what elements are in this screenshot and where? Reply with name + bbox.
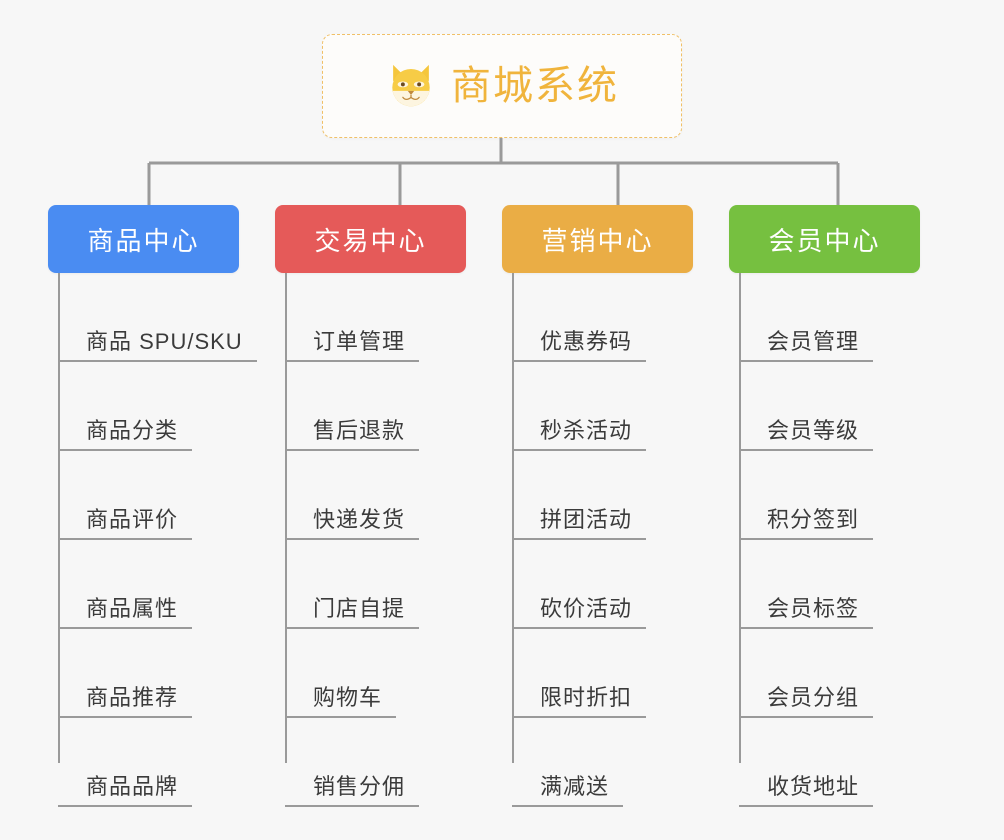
list-item[interactable]: 会员管理 — [729, 273, 920, 362]
category-box-product-center[interactable]: 商品中心 — [48, 205, 239, 273]
leaf-label: 购物车 — [285, 685, 397, 718]
list-item[interactable]: 快递发货 — [275, 451, 466, 540]
leaf-label: 积分签到 — [739, 507, 874, 540]
shiba-dog-face-icon — [392, 64, 430, 107]
category-box-marketing-center[interactable]: 营销中心 — [502, 205, 693, 273]
list-item[interactable]: 门店自提 — [275, 540, 466, 629]
root-node-wrapper: 商城系统 — [0, 34, 1004, 138]
list-item[interactable]: 会员等级 — [729, 362, 920, 451]
list-item[interactable]: 订单管理 — [275, 273, 466, 362]
leaf-label: 快递发货 — [285, 507, 420, 540]
leaf-label: 优惠券码 — [512, 329, 647, 362]
leaf-label: 商品品牌 — [58, 774, 193, 807]
leaf-list-marketing-center: 优惠券码 秒杀活动 拼团活动 砍价活动 限时折扣 满减送 — [502, 273, 693, 807]
list-item[interactable]: 秒杀活动 — [502, 362, 693, 451]
list-item[interactable]: 积分签到 — [729, 451, 920, 540]
list-item[interactable]: 购物车 — [275, 629, 466, 718]
list-item[interactable]: 收货地址 — [729, 718, 920, 807]
leaf-label: 会员管理 — [739, 329, 874, 362]
leaf-label: 订单管理 — [285, 329, 420, 362]
leaf-label: 砍价活动 — [512, 596, 647, 629]
leaf-label: 限时折扣 — [512, 685, 647, 718]
leaf-list-trade-center: 订单管理 售后退款 快递发货 门店自提 购物车 销售分佣 — [275, 273, 466, 807]
leaf-label: 会员等级 — [739, 418, 874, 451]
list-item[interactable]: 拼团活动 — [502, 451, 693, 540]
list-item[interactable]: 砍价活动 — [502, 540, 693, 629]
leaf-label: 售后退款 — [285, 418, 420, 451]
leaf-label: 拼团活动 — [512, 507, 647, 540]
leaf-label: 收货地址 — [739, 774, 874, 807]
list-item[interactable]: 商品推荐 — [48, 629, 239, 718]
list-item[interactable]: 售后退款 — [275, 362, 466, 451]
leaf-list-product-center: 商品 SPU/SKU 商品分类 商品评价 商品属性 商品推荐 商品品牌 — [48, 273, 257, 807]
category-label: 交易中心 — [314, 225, 427, 256]
category-label: 会员中心 — [768, 225, 881, 256]
leaf-label: 商品推荐 — [58, 685, 193, 718]
list-item[interactable]: 商品分类 — [48, 362, 239, 451]
leaf-label: 会员分组 — [739, 685, 874, 718]
leaf-label: 销售分佣 — [285, 774, 420, 807]
leaf-list-member-center: 会员管理 会员等级 积分签到 会员标签 会员分组 收货地址 — [729, 273, 920, 807]
list-item[interactable]: 商品属性 — [48, 540, 239, 629]
root-node-card[interactable]: 商城系统 — [322, 34, 682, 138]
leaf-label: 商品属性 — [58, 596, 193, 629]
leaf-label: 商品评价 — [58, 507, 193, 540]
list-item[interactable]: 满减送 — [502, 718, 693, 807]
list-item[interactable]: 商品 SPU/SKU — [48, 273, 257, 362]
list-item[interactable]: 会员标签 — [729, 540, 920, 629]
category-columns: 商品中心 商品 SPU/SKU 商品分类 商品评价 商品属性 商品推荐 商品品牌… — [0, 205, 1004, 807]
leaf-label: 会员标签 — [739, 596, 874, 629]
leaf-label: 商品 SPU/SKU — [58, 329, 257, 362]
category-box-trade-center[interactable]: 交易中心 — [275, 205, 466, 273]
list-item[interactable]: 销售分佣 — [275, 718, 466, 807]
category-box-member-center[interactable]: 会员中心 — [729, 205, 920, 273]
leaf-label: 秒杀活动 — [512, 418, 647, 451]
list-item[interactable]: 会员分组 — [729, 629, 920, 718]
column-product-center: 商品中心 商品 SPU/SKU 商品分类 商品评价 商品属性 商品推荐 商品品牌 — [48, 205, 275, 807]
leaf-label: 满减送 — [512, 774, 624, 807]
leaf-label: 商品分类 — [58, 418, 193, 451]
column-member-center: 会员中心 会员管理 会员等级 积分签到 会员标签 会员分组 收货地址 — [729, 205, 956, 807]
list-item[interactable]: 优惠券码 — [502, 273, 693, 362]
category-label: 商品中心 — [87, 225, 200, 256]
column-trade-center: 交易中心 订单管理 售后退款 快递发货 门店自提 购物车 销售分佣 — [275, 205, 502, 807]
root-node-title: 商城系统 — [451, 64, 619, 108]
column-marketing-center: 营销中心 优惠券码 秒杀活动 拼团活动 砍价活动 限时折扣 满减送 — [502, 205, 729, 807]
leaf-label: 门店自提 — [285, 596, 420, 629]
list-item[interactable]: 商品品牌 — [48, 718, 239, 807]
category-label: 营销中心 — [541, 225, 654, 256]
list-item[interactable]: 商品评价 — [48, 451, 239, 540]
list-item[interactable]: 限时折扣 — [502, 629, 693, 718]
